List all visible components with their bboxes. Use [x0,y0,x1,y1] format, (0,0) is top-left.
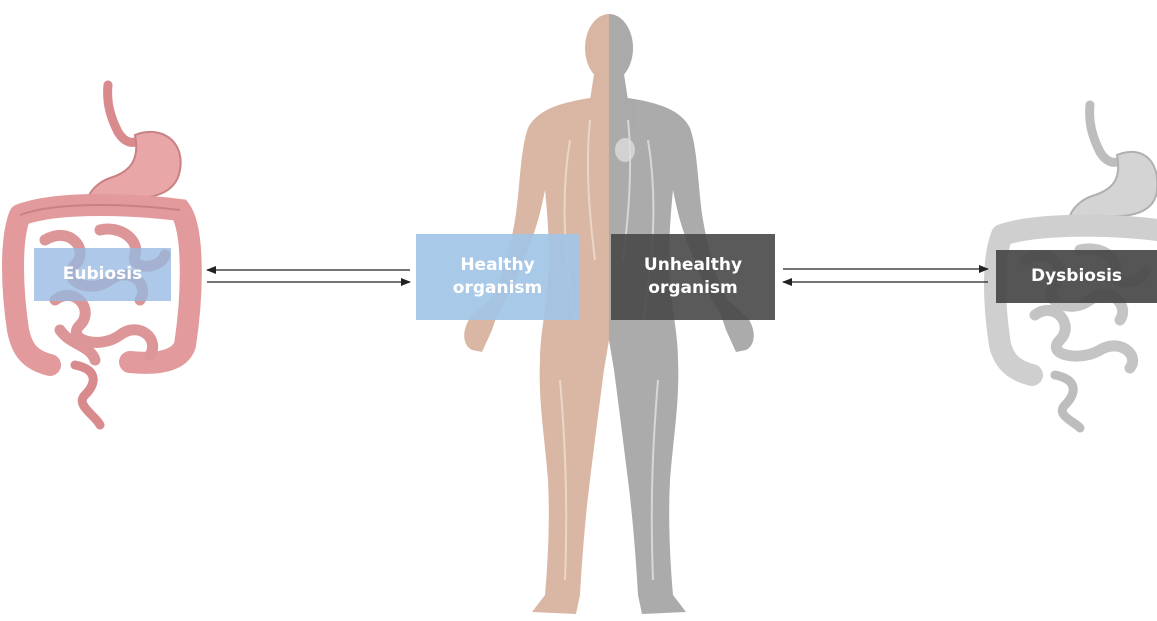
unhealthy-organism-label: Unhealthy organism [611,234,775,320]
left-bidirectional-arrows [207,270,410,282]
healthy-line1: Healthy [460,255,534,275]
dysbiosis-text: Dysbiosis [1031,265,1122,288]
eubiosis-text: Eubiosis [63,263,142,286]
unhealthy-organism-text: Unhealthy organism [644,254,742,300]
healthy-organism-label: Healthy organism [416,234,579,320]
healthy-line2: organism [453,278,542,298]
right-bidirectional-arrows [783,269,988,282]
unhealthy-line2: organism [648,278,737,298]
eubiosis-label: Eubiosis [34,248,171,301]
dysbiosis-label: Dysbiosis [996,250,1157,303]
healthy-organism-text: Healthy organism [453,254,542,300]
unhealthy-line1: Unhealthy [644,255,742,275]
